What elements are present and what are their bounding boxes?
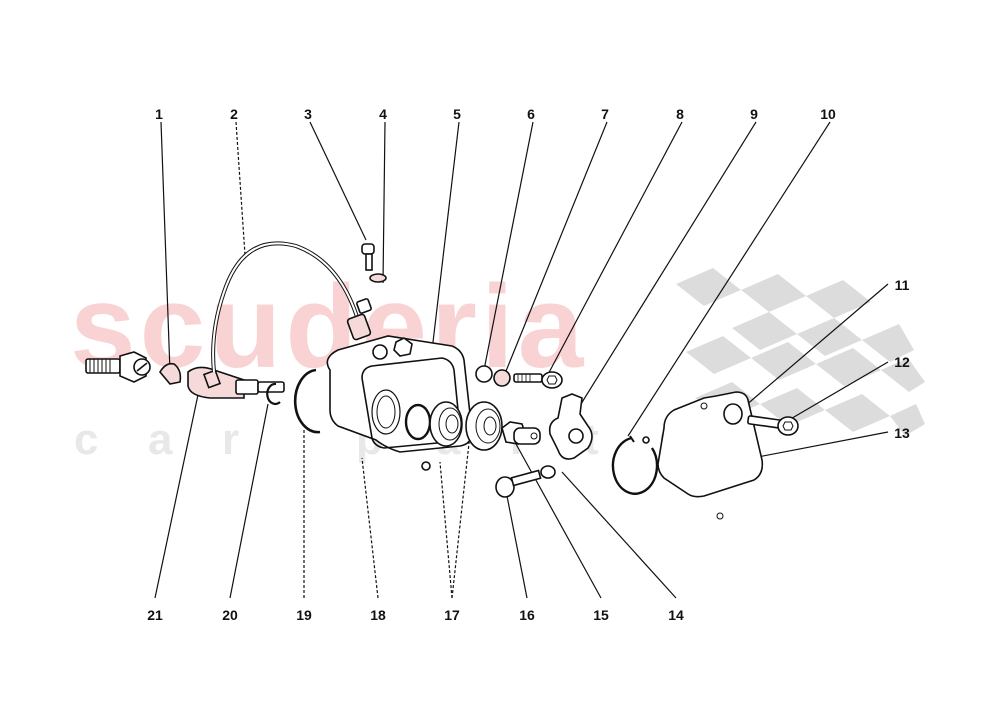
screw-icon (361, 243, 375, 271)
callout-21: 21 (147, 607, 163, 623)
washer-icon (540, 465, 556, 479)
cap-icon (159, 362, 182, 385)
washer-icon (723, 403, 743, 425)
sensor-bolt-icon (85, 351, 151, 383)
callout-11: 11 (894, 277, 910, 293)
callout-12: 12 (894, 354, 910, 370)
washer-icon (475, 365, 493, 383)
callout-10: 10 (820, 106, 836, 122)
callout-20: 20 (222, 607, 238, 623)
callout-4: 4 (379, 106, 387, 122)
o-ring-large-icon (293, 368, 321, 434)
watermark-letter: r (222, 415, 240, 464)
bearing-icon (465, 401, 503, 451)
connector-icon (346, 298, 372, 341)
cap-screw-icon (747, 415, 799, 436)
bolt-icon (495, 469, 542, 498)
callout-14: 14 (668, 607, 684, 623)
callout-2: 2 (230, 106, 238, 122)
o-ring-small-icon (266, 382, 281, 405)
callout-7: 7 (601, 106, 609, 122)
leader-lines (154, 121, 889, 599)
shaft-icon (501, 421, 541, 445)
callout-19: 19 (296, 607, 312, 623)
cap-screw-icon (513, 371, 563, 389)
watermark-scuderia: scuderia (70, 261, 588, 393)
callout-9: 9 (750, 106, 758, 122)
callout-1: 1 (155, 106, 163, 122)
callout-6: 6 (527, 106, 535, 122)
lever-icon (548, 393, 593, 460)
watermark-letter: a (148, 415, 173, 464)
pin-icon (642, 436, 650, 444)
callout-18: 18 (370, 607, 386, 623)
checkered-flag-icon (676, 268, 925, 436)
washer-icon (369, 273, 387, 283)
watermark-letter: c (74, 415, 99, 464)
circlip-icon (611, 436, 659, 495)
cover-icon (657, 391, 764, 520)
parts (85, 241, 799, 520)
seal-washer-icon (493, 369, 511, 387)
callout-13: 13 (894, 425, 910, 441)
callout-5: 5 (453, 106, 461, 122)
sensor-body-icon (187, 366, 259, 399)
bearing-icon (429, 401, 463, 447)
callout-17: 17 (444, 607, 460, 623)
callout-16: 16 (519, 607, 535, 623)
callout-15: 15 (593, 607, 609, 623)
callout-8: 8 (676, 106, 684, 122)
callout-3: 3 (304, 106, 312, 122)
thread-stub-icon (257, 381, 285, 393)
